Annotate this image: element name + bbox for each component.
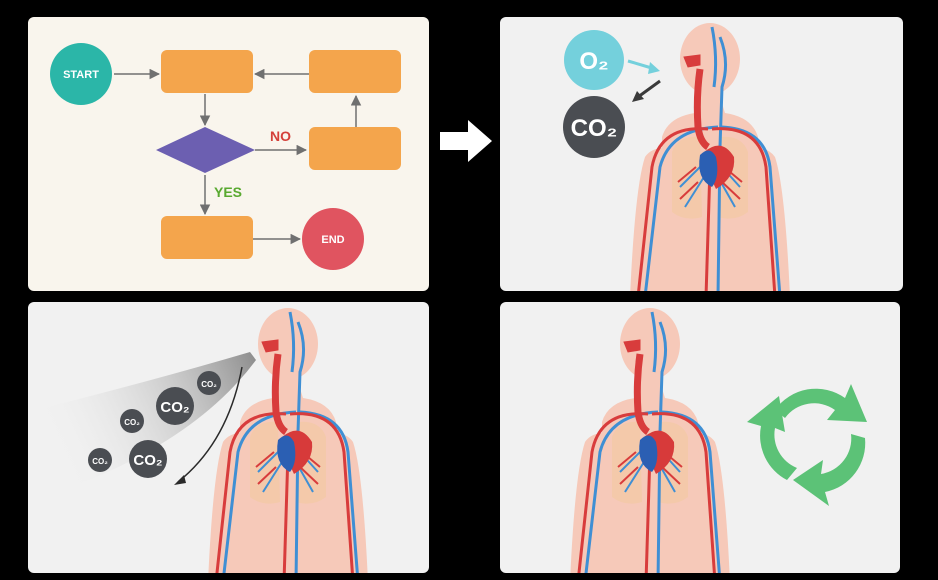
circulatory-body-figure [570,308,730,573]
exhale-arrow-icon [632,79,661,102]
svg-text:CO₂: CO₂ [201,380,217,389]
decision-diamond [156,127,255,173]
flowchart-panel: START NO YES END [28,17,429,291]
recycle-arrows-icon [747,384,867,506]
svg-text:CO₂: CO₂ [160,399,189,416]
yes-label: YES [214,184,242,200]
process-box-yes-branch [161,216,253,259]
o2-bubble [564,30,624,90]
svg-text:CO₂: CO₂ [92,457,108,466]
start-label: START [63,69,99,81]
no-label: NO [270,128,291,144]
o2-label: O₂ [579,48,608,75]
co2-bubble: CO₂ [197,371,221,395]
co2-bubble: CO₂ [129,440,167,478]
co2-bubble: CO₂ [88,448,112,472]
co2-bubble: CO₂ [156,387,194,425]
end-node [302,208,364,270]
svg-text:CO₂: CO₂ [124,418,140,427]
end-label: END [321,234,344,246]
exhale-flow-arrowhead-icon [174,475,186,485]
co2-label: CO₂ [571,115,618,142]
co2-bubble: CO₂ [120,409,144,433]
process-box-no-branch [309,127,401,170]
inhale-arrow-icon [627,59,660,74]
circulatory-body-figure [630,23,790,291]
process-box-top-right [309,50,401,93]
right-arrow-icon [440,120,492,162]
exhale-flow-arrow-icon [177,366,243,483]
inhale-panel: O₂ CO₂ [500,17,903,291]
exhale-panel: CO₂ CO₂ CO₂ CO₂ CO₂ [28,302,429,573]
process-box-top-left [161,50,253,93]
co2-bubble [563,96,625,158]
cycle-panel [500,302,900,573]
svg-text:CO₂: CO₂ [133,452,162,469]
start-node [50,43,112,105]
circulatory-body-figure [208,308,368,573]
